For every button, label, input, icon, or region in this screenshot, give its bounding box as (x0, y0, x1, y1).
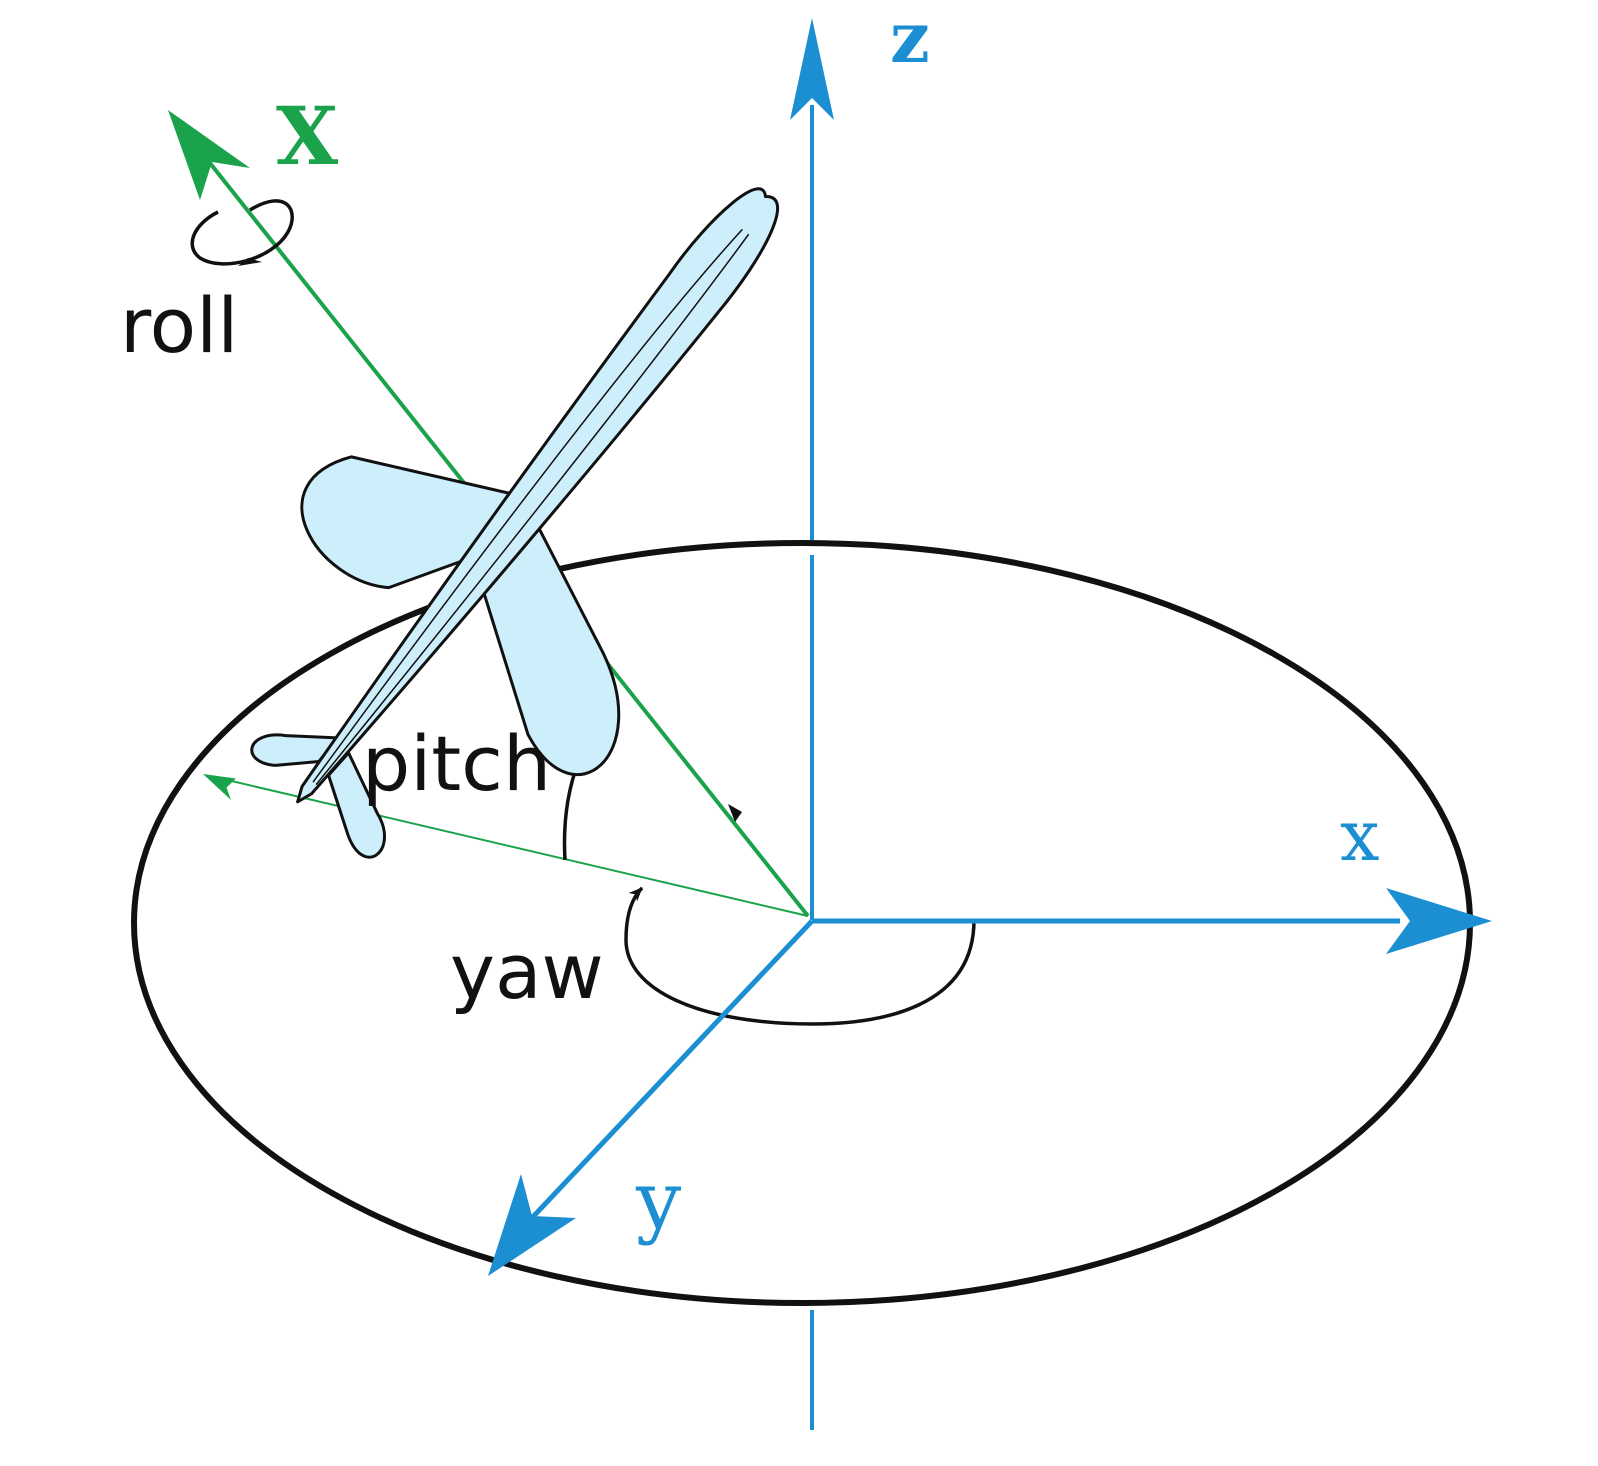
body-x-arrowhead (168, 110, 250, 200)
world-z-label: z (890, 0, 930, 79)
world-x-label: x (1340, 795, 1379, 877)
pitch-label: pitch (362, 719, 551, 808)
world-x-arrowhead (1386, 888, 1492, 954)
world-y-label: y (635, 1154, 681, 1247)
aircraft-left-tailfin (327, 751, 386, 859)
roll-label: roll (120, 281, 238, 370)
world-y-axis (488, 919, 814, 1276)
aircraft-fuselage (296, 187, 780, 804)
body-x-label: X (276, 89, 338, 183)
aircraft-right-wing (300, 455, 515, 590)
world-z-arrowhead (790, 18, 834, 120)
world-z-axis (790, 18, 834, 1430)
aircraft-left-wing (479, 525, 621, 777)
roll-arc (190, 199, 294, 266)
world-x-axis (812, 888, 1492, 954)
aircraft-right-tailfin (250, 733, 339, 767)
airplane-icon (250, 187, 780, 859)
world-y-arrowhead (488, 1174, 576, 1276)
fuselage-tip-arrow (728, 804, 742, 822)
heading-projection-line (203, 774, 809, 917)
yaw-label: yaw (450, 927, 604, 1016)
yaw-arc (624, 886, 976, 1026)
roll-arrowhead (238, 258, 262, 266)
